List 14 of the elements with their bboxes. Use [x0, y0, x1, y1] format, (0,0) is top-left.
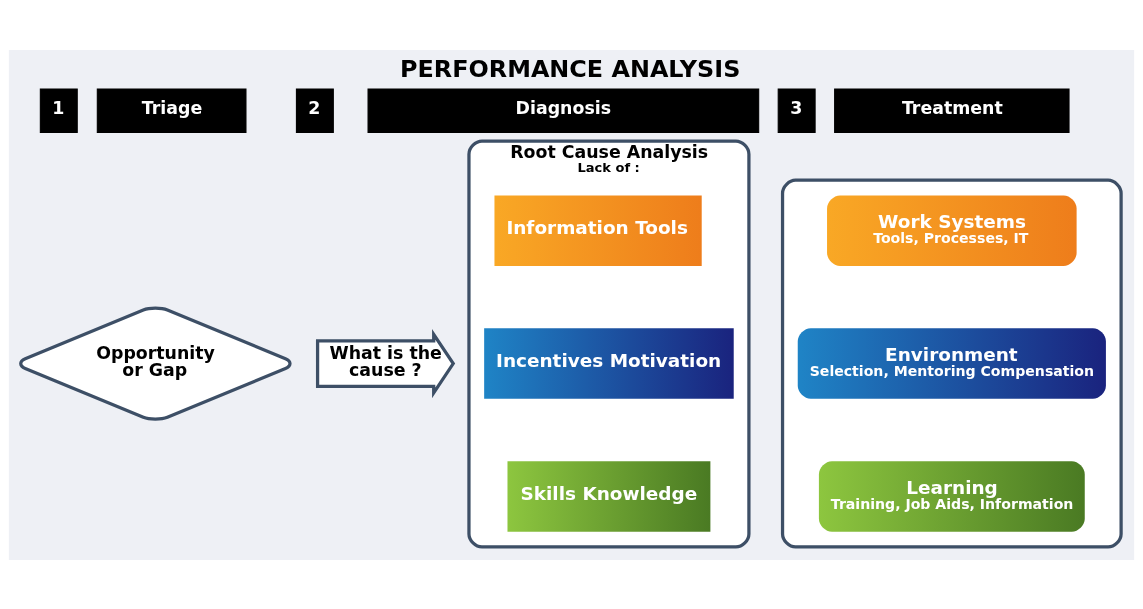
node-box: Information Tools: [494, 194, 702, 266]
diagram-title: PERFORMANCE ANALYSIS: [400, 54, 741, 83]
node-box: Incentives Motivation: [484, 327, 734, 399]
node-box: Triage: [96, 88, 247, 133]
node-box: 3: [777, 88, 816, 133]
node-box: Learning Training, Job Aids, Information: [818, 460, 1085, 532]
node-box: Environment Selection, Mentoring Compensation: [797, 327, 1106, 399]
node-box: Work Systems Tools, Processes, IT: [827, 194, 1077, 266]
node-box: 1: [39, 88, 78, 133]
node-box: Treatment: [834, 88, 1070, 133]
node-box: Skills Knowledge: [507, 460, 711, 532]
cluster: [780, 178, 1123, 549]
node-box: Diagnosis: [367, 88, 760, 133]
node-box: 2: [295, 88, 334, 133]
